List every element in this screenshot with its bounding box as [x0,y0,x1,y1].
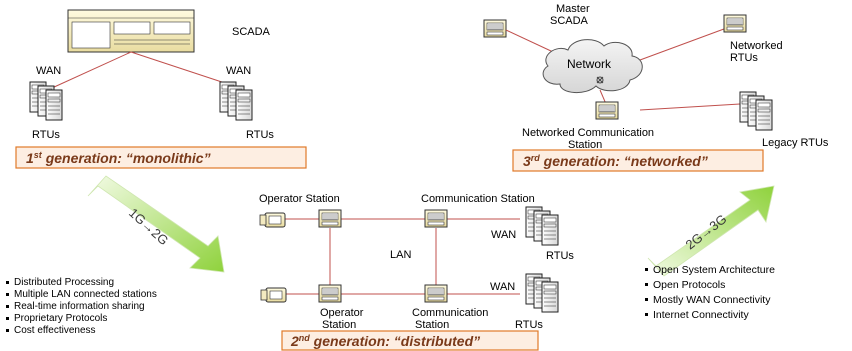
communication-station-top-label: Communication Station [421,193,535,205]
operator-station-icon-bottom [318,284,342,303]
network-cloud-icon [542,39,643,93]
wan-label-top: WAN [491,229,516,241]
svg-text:Open Protocols: Open Protocols [653,279,725,291]
bullet-left-item: Multiple LAN connected stations [6,289,157,300]
lan-label: LAN [390,249,411,261]
gen1-caption-box [15,146,307,169]
communication-station-icon-top [424,209,448,228]
link-network-networked-rtus [639,25,733,61]
gen2-panel: Operator Station Communication Station L… [259,193,574,351]
svg-text:Open System Architecture: Open System Architecture [653,264,775,276]
networked-rtus-icon [723,14,747,33]
bullet-right-item: Internet Connectivity [645,309,749,321]
svg-text:Distributed Processing: Distributed Processing [14,277,114,288]
operator-console-icon-top [259,212,286,228]
rtus-label-left: RTUs [32,129,60,141]
operator-station-top-label: Operator Station [259,193,340,205]
svg-text:Internet Connectivity: Internet Connectivity [653,309,749,321]
bullet-right-item: Open Protocols [645,279,725,291]
svg-text:Real-time information sharing: Real-time information sharing [14,301,145,312]
networked-rtus-line1: Networked [730,40,783,52]
rtus-rack-icon-right [220,82,252,120]
svg-text:Proprietary Protocols: Proprietary Protocols [14,313,107,324]
operator-console-icon-bottom [260,287,287,303]
svg-text:Mostly WAN Connectivity: Mostly WAN Connectivity [653,294,771,306]
legacy-rtus-label: Legacy RTUs [762,137,829,149]
gen1-panel: SCADA WAN WAN RTUs RTUs 1st generation: … [15,9,307,169]
bullet-left-item: Real-time information sharing [6,301,145,312]
bullet-left-item: Proprietary Protocols [6,313,107,324]
operator-station-icon-top [318,209,342,228]
gen2-caption: 2nd generation: “distributed” [290,333,480,349]
networked-rtus-line2: RTUs [730,52,758,64]
rtus-rack-icon-left [30,82,62,120]
communication-station-icon-bottom [424,284,448,303]
link-comm-legacy [639,103,741,111]
gen3-caption-box [512,149,764,172]
svg-text:Cost effectiveness: Cost effectiveness [14,325,96,336]
bullet-right-item: Mostly WAN Connectivity [645,294,771,306]
bullet-right-item: Open System Architecture [645,264,775,276]
gen1-caption: 1st generation: “monolithic” [26,150,211,166]
rtus-label-top: RTUs [546,250,574,262]
wan-label-right: WAN [226,65,251,77]
scada-console-icon [67,9,195,53]
scada-label: SCADA [232,26,271,38]
network-label: Network [567,57,612,71]
bullet-left-item: Cost effectiveness [6,325,96,336]
arrow-1g-to-2g: 1G→2G [87,175,225,273]
gen3-panel: Master SCADA Network Networked RTUs Netw… [483,3,829,172]
svg-text:Multiple LAN connected station: Multiple LAN connected stations [14,289,157,300]
comm-bottom-line2: Station [415,319,449,331]
network-swirl-icon [596,76,604,84]
arrow-2g-to-3g: 2G→3G [647,185,775,277]
rtus-label-bottom: RTUs [515,319,543,331]
gen1-wan-link-left [51,51,132,89]
operator-bottom-line1: Operator [320,307,364,319]
master-scada-icon [483,19,507,38]
rtus-rack-icon-bottom [526,274,558,312]
gen3-caption: 3rd generation: “networked” [523,153,708,169]
comm-station-line1: Networked Communication [522,127,654,139]
bullets-left-list: Distributed Processing Multiple LAN conn… [6,277,157,336]
rtus-rack-icon-top [526,207,558,245]
master-label-line1: Master [556,3,590,15]
comm-station-line2: Station [568,139,602,151]
master-label-line2: SCADA [550,15,589,27]
bullet-left-item: Distributed Processing [6,277,114,288]
gen2-caption-box [281,330,539,351]
comm-bottom-line1: Communication [412,307,488,319]
wan-label-bottom: WAN [490,281,515,293]
legacy-rtus-icon [740,92,772,130]
operator-bottom-line2: Station [322,319,356,331]
rtus-label-right: RTUs [246,129,274,141]
bullets-right-list: Open System Architecture Open Protocols … [645,264,775,321]
networked-comm-station-icon [595,101,619,120]
wan-label-left: WAN [36,65,61,77]
